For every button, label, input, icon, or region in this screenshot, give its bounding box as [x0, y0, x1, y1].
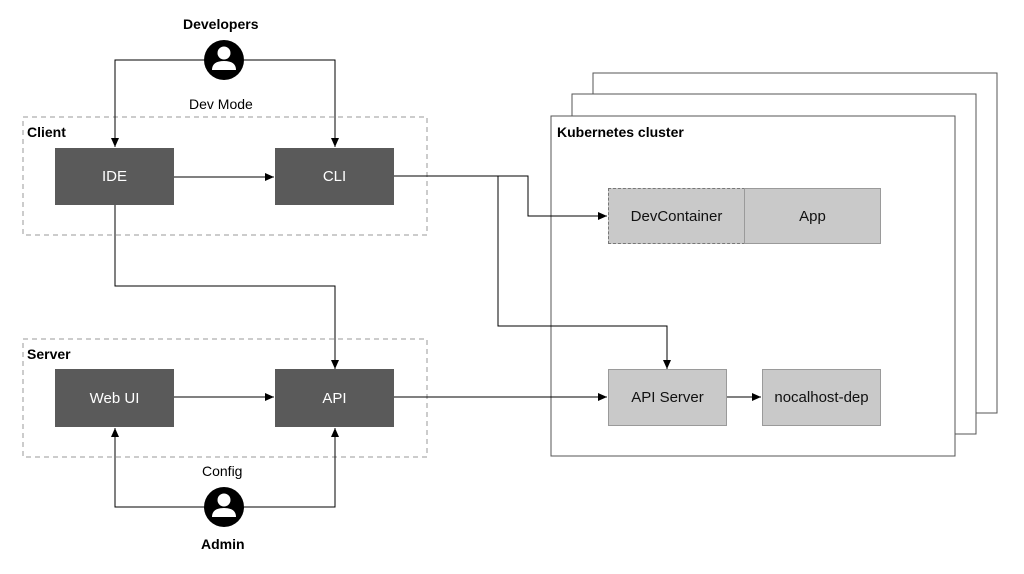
nocalhost-dep-node[interactable]: nocalhost-dep [762, 369, 881, 426]
edge-ide-api [114, 205, 339, 369]
client-group-label: Client [27, 124, 66, 140]
person-icon [204, 40, 244, 80]
edge-developers-ide [111, 59, 204, 147]
server-group-label: Server [27, 346, 71, 362]
edge-admin-api [244, 428, 339, 508]
cli-node[interactable]: CLI [275, 148, 394, 205]
config-label: Config [202, 463, 243, 479]
api-node[interactable]: API [275, 369, 394, 427]
ide-node[interactable]: IDE [55, 148, 174, 205]
admin-label: Admin [201, 536, 245, 552]
app-node[interactable]: App [744, 188, 881, 244]
api-server-node[interactable]: API Server [608, 369, 727, 426]
server-group [22, 338, 428, 458]
edge-cli-devcontainer [394, 175, 607, 220]
dev-mode-label: Dev Mode [189, 96, 253, 112]
devcontainer-node[interactable]: DevContainer [608, 188, 745, 244]
edge-admin-webui [111, 428, 204, 508]
developers-label: Developers [183, 16, 259, 32]
edge-cli-apiserver [497, 176, 671, 369]
person-icon [204, 487, 244, 527]
web-ui-node[interactable]: Web UI [55, 369, 174, 427]
edge-developers-cli [244, 59, 339, 147]
cluster-label: Kubernetes cluster [557, 124, 684, 140]
